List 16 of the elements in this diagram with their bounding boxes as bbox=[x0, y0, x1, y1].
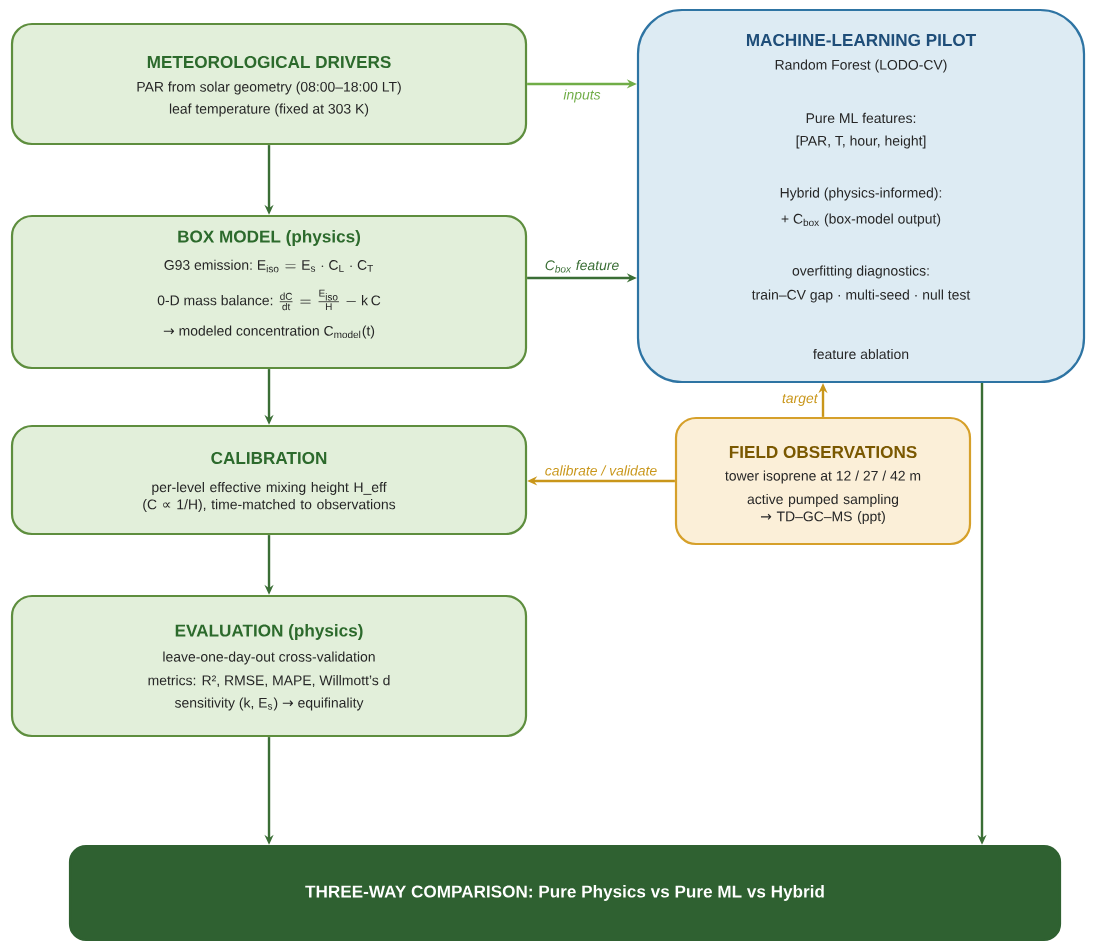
process-box bbox=[10, 424, 528, 536]
box-title: MACHINE-LEARNING PILOT bbox=[747, 33, 976, 47]
summary-banner bbox=[68, 844, 1062, 942]
banner-title: THREE-WAY COMPARISON: Pure Physics vs Pure ML vs Hybrid bbox=[305, 885, 824, 901]
process-box bbox=[10, 214, 528, 370]
box-title: EVALUATION (physics) bbox=[175, 624, 363, 640]
process-box bbox=[10, 22, 528, 146]
formula: $\mathrm{E_{iso}} = \mathrm{E_{s}} \cdot \mathrm{C_{L}} \cdot \mathrm{C_{T}}$ bbox=[258, 260, 373, 273]
process-box bbox=[636, 8, 1086, 384]
box-title: METEOROLOGICAL DRIVERS bbox=[147, 55, 391, 69]
process-box bbox=[10, 594, 528, 738]
box-title: BOX MODEL (physics) bbox=[178, 230, 360, 246]
process-box bbox=[674, 416, 972, 546]
box-title: CALIBRATION bbox=[211, 451, 327, 465]
formula: $\frac{\mathrm{dC}}{\mathrm{dt}} = \frac{\mathrm{E_{iso}}}{\mathrm{H}} - \mathrm{k\,C}$ bbox=[279, 289, 381, 311]
box-title: FIELD OBSERVATIONS bbox=[729, 445, 917, 459]
